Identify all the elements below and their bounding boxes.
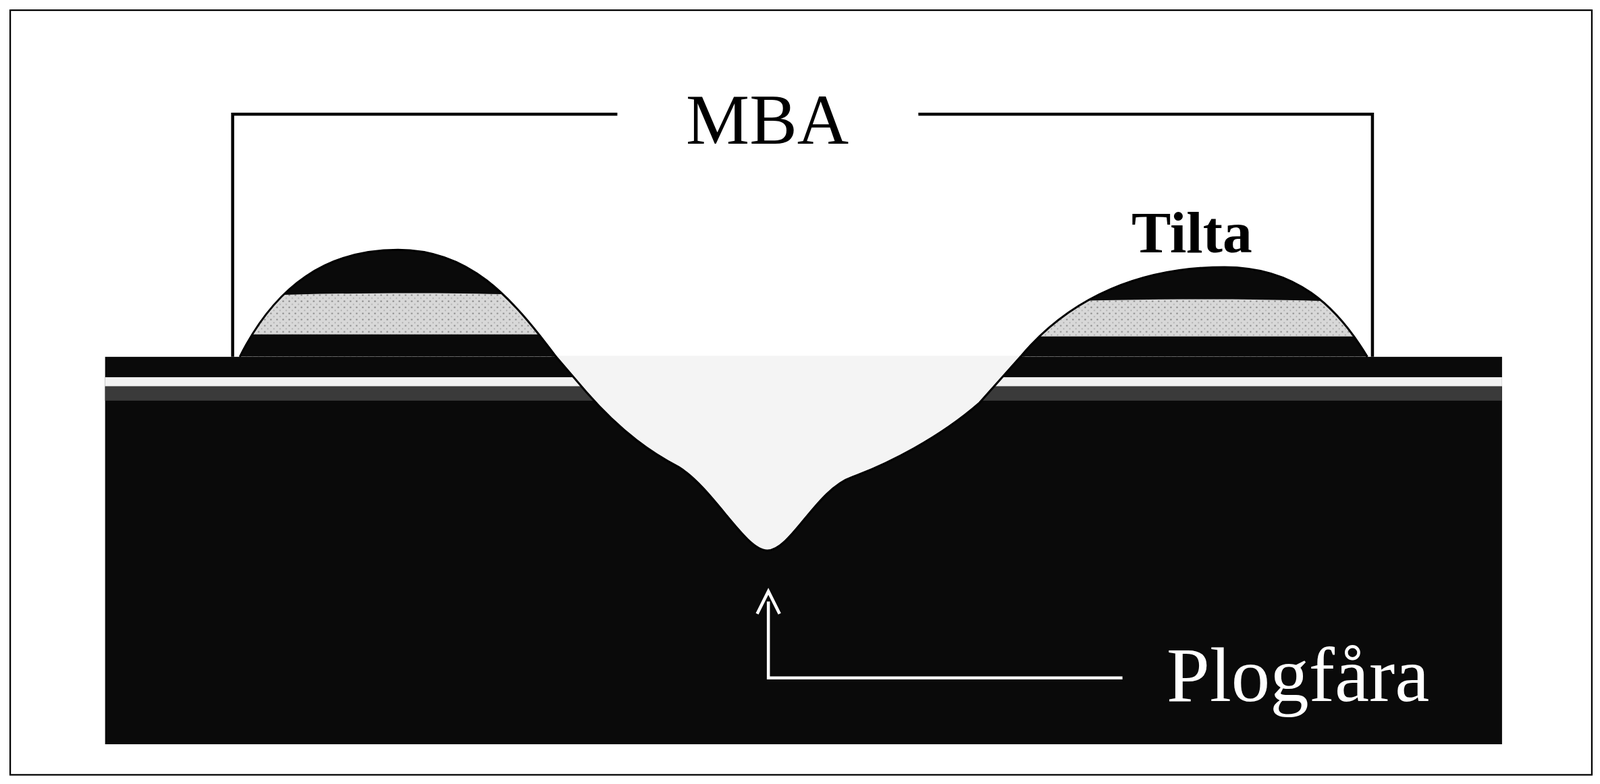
- callout-label: Plogfåra: [1166, 636, 1430, 715]
- dimension-label: MBA: [685, 84, 849, 156]
- arrow-head: [757, 591, 780, 614]
- part-label: Tilta: [1131, 203, 1253, 263]
- outer-frame: [10, 10, 1592, 776]
- right-ridge: [999, 255, 1388, 368]
- plough-furrow: [510, 344, 1062, 551]
- furrow-top: [508, 342, 1064, 357]
- leader-arrow: [768, 602, 1123, 679]
- left-ridge: [203, 234, 592, 368]
